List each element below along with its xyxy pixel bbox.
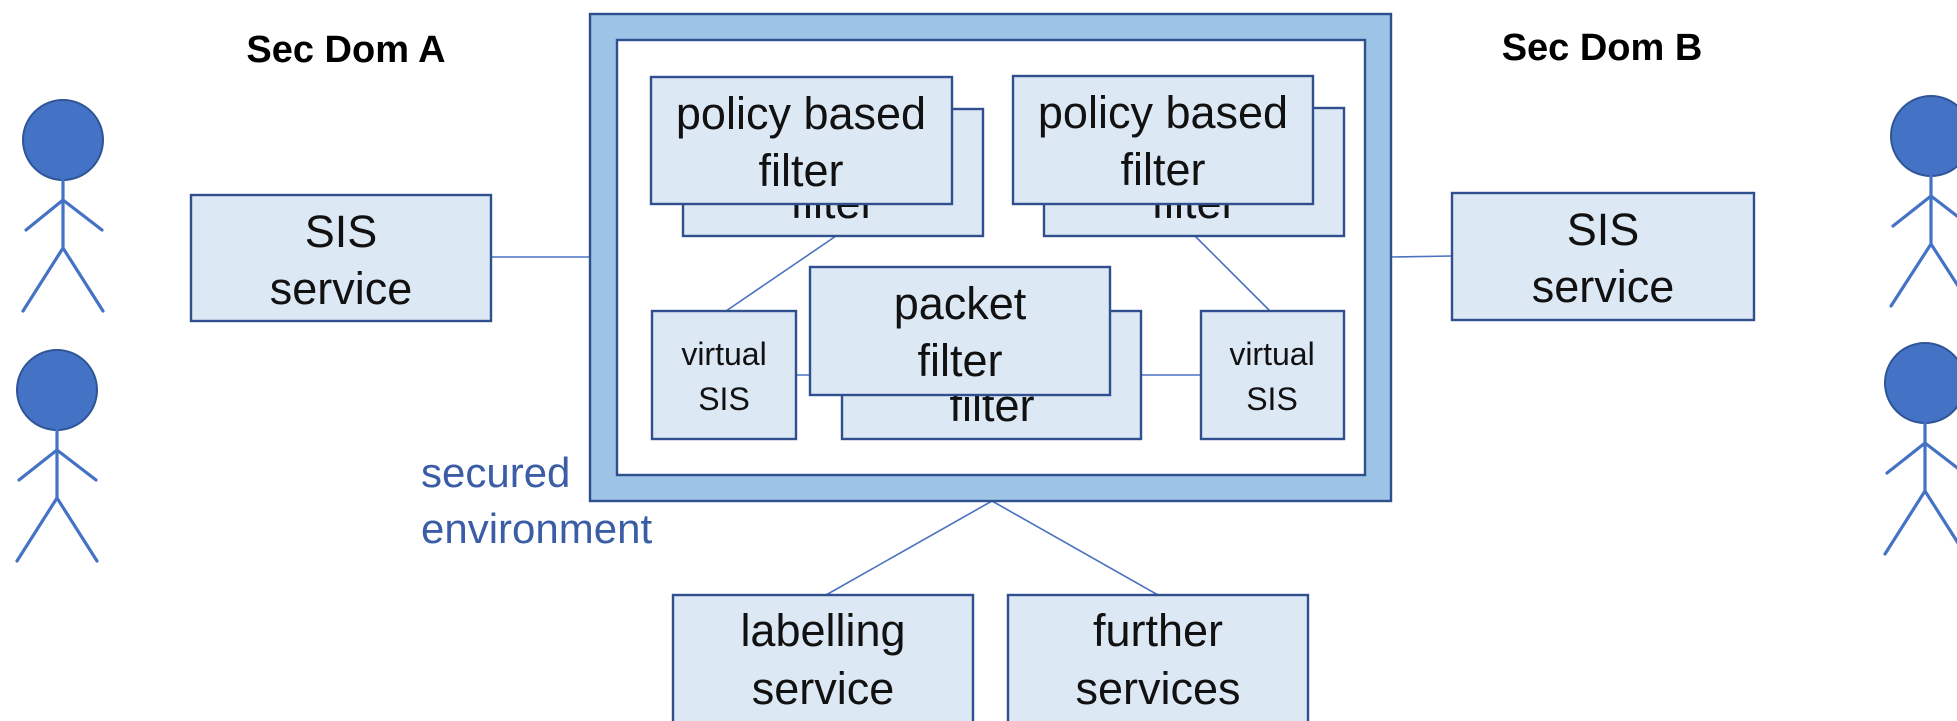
policy-based-filter-right[interactable]: filter policy based filter — [1011, 74, 1346, 238]
policy-based-filter-left[interactable]: filter policy based filter — [649, 75, 985, 238]
virtual-sis-right-line1: virtual — [1229, 336, 1314, 372]
sec-dom-a-label: Sec Dom A — [246, 29, 445, 71]
packet-filter-line1: packet — [894, 278, 1027, 329]
packet-filter-front — [808, 265, 1112, 397]
sis-service-b-line1: SIS — [1567, 204, 1640, 255]
sis-service-b-line2: service — [1532, 261, 1675, 312]
policy-based-filter-right-line2: filter — [1120, 144, 1205, 195]
connector-environment-sis-b — [1390, 255, 1453, 258]
person-icon — [15, 349, 99, 563]
sec-dom-b-label: Sec Dom B — [1502, 27, 1703, 69]
packet-filter[interactable]: filter packet filter — [808, 265, 1143, 441]
virtual-sis-right-line2: SIS — [1246, 381, 1298, 417]
virtual-sis-right[interactable]: virtual SIS — [1199, 309, 1346, 441]
policy-based-filter-right-line1: policy based — [1038, 87, 1288, 138]
labelling-service-line2: service — [752, 663, 895, 714]
policy-based-filter-left-line2: filter — [758, 145, 843, 196]
further-services-line2: services — [1075, 663, 1240, 714]
connector-policy-left-vsis-left — [725, 235, 837, 312]
further-services-line1: further — [1093, 605, 1223, 656]
packet-filter-line2: filter — [917, 335, 1002, 386]
virtual-sis-left-line2: SIS — [698, 381, 750, 417]
connector-environment-labelling — [825, 500, 993, 596]
labelling-service-line1: labelling — [740, 605, 905, 656]
sis-service-a[interactable]: SIS service — [189, 193, 493, 323]
secured-environment-label-line2: environment — [421, 505, 652, 552]
sis-service-a-line2: service — [270, 263, 413, 314]
sis-service-b[interactable]: SIS service — [1450, 191, 1756, 322]
person-icon — [1889, 95, 1957, 308]
connector-policy-right-vsis-right — [1194, 235, 1271, 312]
policy-based-filter-left-front — [649, 75, 954, 206]
virtual-sis-left-line1: virtual — [681, 336, 766, 372]
further-services[interactable]: further services — [1006, 593, 1310, 721]
person-icon — [1883, 342, 1957, 556]
secured-environment-label-line1: secured — [421, 449, 570, 496]
sis-service-a-line1: SIS — [305, 206, 378, 257]
virtual-sis-left[interactable]: virtual SIS — [650, 309, 798, 441]
labelling-service[interactable]: labelling service — [671, 593, 975, 721]
person-icon — [21, 99, 105, 313]
connector-environment-further — [991, 500, 1159, 596]
policy-based-filter-right-front — [1011, 74, 1315, 206]
policy-based-filter-left-line1: policy based — [676, 88, 926, 139]
